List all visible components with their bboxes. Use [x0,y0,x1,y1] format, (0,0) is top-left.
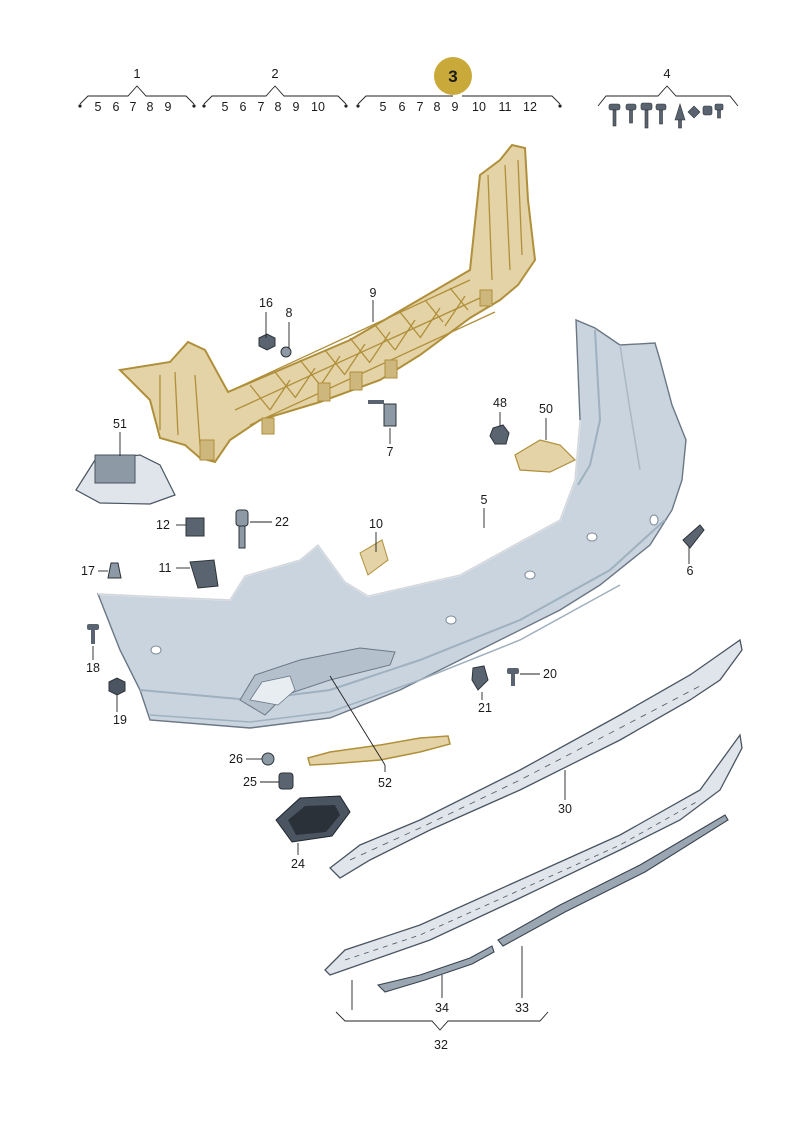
callout-26: 26 [229,752,243,766]
group-brace [203,85,347,105]
group-brace [79,85,195,105]
callout-33: 33 [515,1001,529,1015]
callout-16: 16 [259,296,273,310]
callout-8: 8 [286,306,293,320]
svg-text:10: 10 [311,100,325,114]
svg-text:6: 6 [113,100,120,114]
callout-24: 24 [291,857,305,871]
group-header-3[interactable]: 3 5 6 7 8 9 10 11 12 [356,57,562,114]
callout-32: 32 [434,1038,448,1052]
group-header-2[interactable]: 2 5 6 7 8 9 10 [202,66,348,114]
callout-11: 11 [159,561,172,575]
lower-diffuser-part-32[interactable] [324,733,743,976]
clip-part-12[interactable] [185,517,205,537]
clip-part-21[interactable] [471,665,489,691]
callout-17: 17 [81,564,95,578]
lower-diffuser-part-30[interactable] [329,638,743,879]
svg-text:6: 6 [240,100,247,114]
nut-part-16[interactable] [258,333,276,351]
svg-text:9: 9 [293,100,300,114]
callout-6: 6 [687,564,694,578]
bracket-part-51[interactable] [75,454,176,505]
bolt-part-7[interactable] [368,400,397,427]
screw-part-18[interactable] [87,624,99,644]
trim-strip-part-33[interactable] [497,814,729,947]
highlight-badge [434,57,472,95]
cap-part-17[interactable] [107,562,122,579]
sensor-holder-part-22[interactable] [235,509,249,549]
group-brace [597,85,739,107]
bumper-cover-part[interactable] [96,318,687,729]
callout-21: 21 [478,701,492,715]
svg-text:5: 5 [222,100,229,114]
bracket-part-11[interactable] [189,559,219,589]
svg-text:12: 12 [523,100,537,114]
svg-text:7: 7 [258,100,265,114]
screw-part-20[interactable] [507,668,519,686]
svg-text:8: 8 [275,100,282,114]
screw-part-6[interactable] [682,524,705,549]
svg-text:8: 8 [147,100,154,114]
small-parts [75,333,705,790]
sensor-part-25[interactable] [278,772,294,790]
fastener-set-icon [608,102,724,129]
sensor-part-26[interactable] [261,752,275,766]
callout-50: 50 [539,402,553,416]
svg-text:5: 5 [95,100,102,114]
svg-text:7: 7 [130,100,137,114]
svg-text:5: 5 [380,100,387,114]
svg-text:11: 11 [499,100,512,114]
callout-25: 25 [243,775,257,789]
callout-51: 51 [113,417,127,431]
callout-5: 5 [481,493,488,507]
callout-52: 52 [378,776,392,790]
group-brace [357,95,561,105]
group-number: 4 [663,66,670,81]
callout-9: 9 [370,286,377,300]
bumper-carrier-part[interactable] [117,143,537,464]
callout-12: 12 [156,518,170,532]
leader-lines [92,300,690,1031]
callout-19: 19 [113,713,127,727]
group-number: 2 [271,66,278,81]
callout-34: 34 [435,1001,449,1015]
callout-7: 7 [387,445,394,459]
group-number: 3 [448,67,457,86]
callout-20: 20 [543,667,557,681]
callout-48: 48 [493,396,507,410]
grille-part-24[interactable] [275,795,351,843]
clip-part-48[interactable] [489,424,510,445]
group-sub-numbers: 5 6 7 8 9 10 11 12 [380,100,537,114]
svg-text:9: 9 [452,100,459,114]
svg-text:7: 7 [417,100,424,114]
clip-part-19[interactable] [108,677,126,696]
svg-text:10: 10 [472,100,486,114]
callout-10: 10 [369,517,383,531]
bracket-part-10[interactable] [359,539,389,576]
washer-part-8[interactable] [280,346,292,358]
callout-30: 30 [558,802,572,816]
callout-18: 18 [86,661,100,675]
svg-text:6: 6 [399,100,406,114]
group-number: 1 [133,66,140,81]
svg-text:8: 8 [434,100,441,114]
group-header-1[interactable]: 1 5 6 7 8 9 [78,66,196,114]
bracket-part-50[interactable] [514,439,577,473]
group-header-4[interactable]: 4 [597,66,739,129]
reflector-part-52[interactable] [307,735,451,766]
group-sub-numbers: 5 6 7 8 9 [95,100,172,114]
group-sub-numbers: 5 6 7 8 9 10 [222,100,325,114]
callout-22: 22 [275,515,289,529]
svg-text:9: 9 [165,100,172,114]
callout-labels: 16 8 9 7 48 50 51 5 10 12 22 11 17 6 18 … [81,286,693,1052]
trim-strip-part-34[interactable] [376,945,495,993]
